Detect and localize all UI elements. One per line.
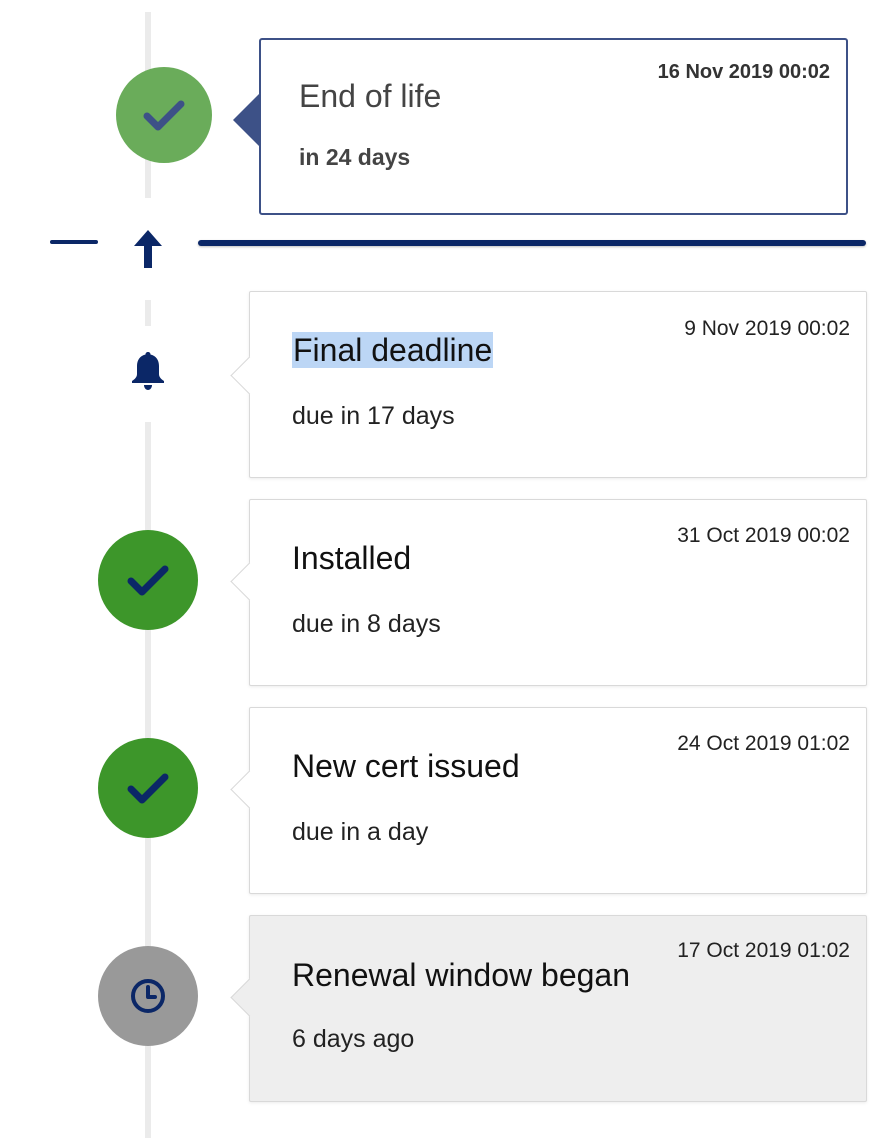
card-pointer xyxy=(233,92,261,148)
event-date: 31 Oct 2019 00:02 xyxy=(677,524,850,547)
card-pointer xyxy=(230,562,269,601)
event-card-end-of-life[interactable]: 16 Nov 2019 00:02 End of life in 24 days xyxy=(233,38,848,215)
event-subtitle: due in 8 days xyxy=(292,610,441,638)
check-icon xyxy=(127,773,169,804)
status-marker-done xyxy=(98,738,198,838)
event-title: Final deadline xyxy=(292,332,494,369)
event-title: New cert issued xyxy=(292,748,520,784)
bell-icon xyxy=(132,352,164,390)
event-card-installed[interactable]: 31 Oct 2019 00:02 Installed due in 8 day… xyxy=(230,499,867,686)
status-marker-deadline xyxy=(124,340,172,400)
event-card-final-deadline[interactable]: 9 Nov 2019 00:02 Final deadline due in 1… xyxy=(230,291,867,478)
timeline-track xyxy=(145,300,151,326)
selected-text: Final deadline xyxy=(292,332,494,368)
check-icon xyxy=(127,565,169,596)
event-subtitle: due in a day xyxy=(292,818,429,846)
check-icon xyxy=(143,100,185,131)
event-card-new-cert-issued[interactable]: 24 Oct 2019 01:02 New cert issued due in… xyxy=(230,707,867,894)
event-title: End of life xyxy=(299,78,442,114)
event-date: 24 Oct 2019 01:02 xyxy=(677,732,850,755)
arrow-up-icon xyxy=(134,230,162,268)
card-pointer xyxy=(230,356,269,395)
status-marker-done xyxy=(98,530,198,630)
event-date: 9 Nov 2019 00:02 xyxy=(684,317,850,340)
event-date: 17 Oct 2019 01:02 xyxy=(677,939,850,962)
today-separator xyxy=(50,230,866,268)
today-line xyxy=(198,240,866,246)
event-title: Renewal window began xyxy=(292,957,630,993)
event-subtitle: due in 17 days xyxy=(292,402,455,430)
status-marker-future xyxy=(116,67,212,163)
event-subtitle: 6 days ago xyxy=(292,1025,415,1053)
event-subtitle: in 24 days xyxy=(299,144,411,170)
card-pointer xyxy=(230,770,269,809)
event-date: 16 Nov 2019 00:02 xyxy=(657,61,830,83)
event-card-renewal-window-began[interactable]: 17 Oct 2019 01:02 Renewal window began 6… xyxy=(230,915,867,1102)
status-marker-past xyxy=(98,946,198,1046)
card-pointer xyxy=(230,978,269,1017)
today-line xyxy=(50,240,98,244)
event-title: Installed xyxy=(292,540,412,576)
clock-icon xyxy=(131,979,165,1013)
